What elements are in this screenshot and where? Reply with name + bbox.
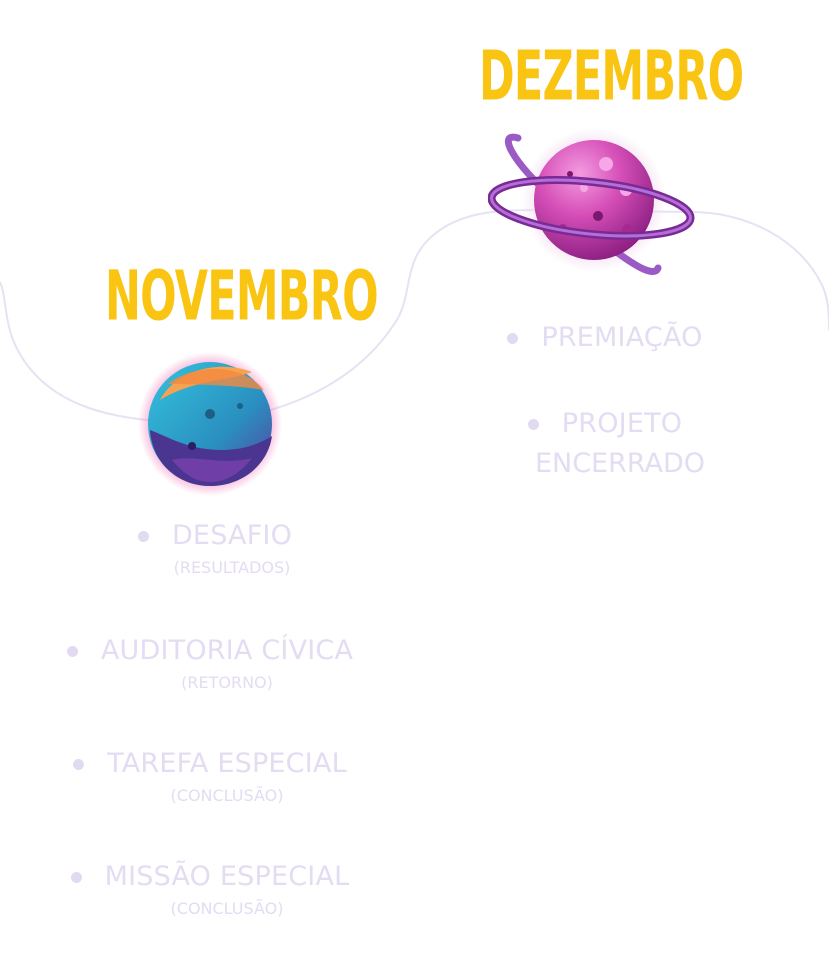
blue-planet-icon: [132, 350, 288, 498]
month-title-novembro: NOVEMBRO: [105, 256, 379, 337]
novembro-item-tarefa-especial: TAREFA ESPECIAL (CONCLUSÃO): [50, 744, 370, 806]
bullet-dot: [507, 332, 519, 344]
bullet-dot: [73, 758, 85, 770]
dezembro-item-premiacao: PREMIAÇÃO: [470, 318, 740, 358]
novembro-item-missao-especial: MISSÃO ESPECIAL (CONCLUSÃO): [50, 857, 370, 919]
novembro-item-auditoria-civica: AUDITORIA CÍVICA (RETORNO): [40, 631, 380, 693]
bullet-dot: [137, 530, 149, 542]
bullet-dot: [66, 645, 78, 657]
bullet-dot: [527, 418, 539, 430]
month-title-dezembro: DEZEMBRO: [479, 36, 744, 117]
ringed-planet-icon: [487, 118, 698, 288]
dezembro-item-projeto-encerrado: PROJETO ENCERRADO: [470, 404, 740, 484]
novembro-item-desafio: DESAFIO (RESULTADOS): [60, 516, 370, 578]
bullet-dot: [70, 871, 82, 883]
